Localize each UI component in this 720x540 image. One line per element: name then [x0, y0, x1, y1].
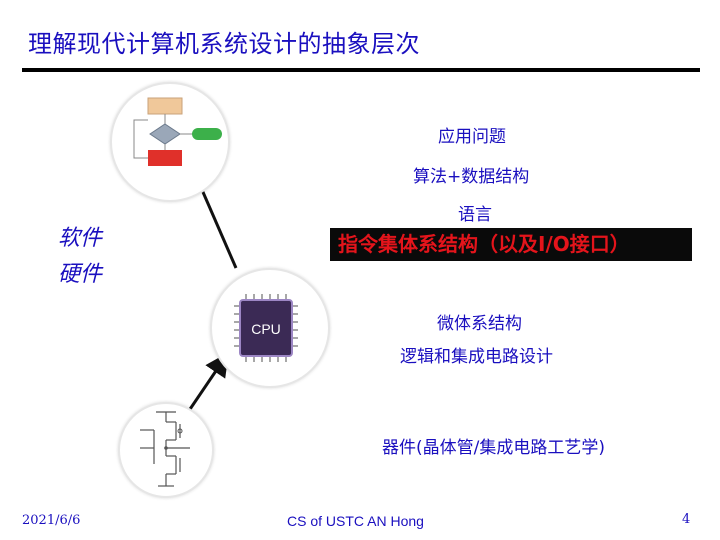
transistor-circle [118, 402, 214, 498]
level-microarchitecture: 微体系结构 [437, 314, 522, 334]
cpu-chip-icon: CPU [234, 294, 298, 362]
footer-date: 2021/6/6 [22, 513, 81, 528]
level-algorithm-data-structure: 算法+数据结构 [413, 167, 530, 187]
flowchart-circle [110, 82, 230, 202]
software-label: 软件 [58, 226, 103, 251]
slide-title: 理解现代计算机系统设计的抽象层次 [28, 30, 420, 58]
cpu-label: CPU [251, 321, 281, 337]
level-language: 语言 [458, 205, 492, 225]
page-number: 4 [682, 512, 691, 527]
transistor-circuit-icon [140, 411, 190, 487]
level-device: 器件(晶体管/集成电路工艺学) [382, 438, 605, 458]
level-logic-circuit-design: 逻辑和集成电路设计 [400, 347, 553, 367]
cpu-circle: CPU [210, 268, 330, 388]
level-application: 应用问题 [438, 127, 506, 147]
title-divider [22, 68, 700, 72]
hardware-label: 硬件 [58, 262, 103, 287]
level-isa: 指令集体系结构（以及I/O接口） [330, 228, 692, 261]
flowchart-icon [133, 97, 222, 166]
footer-course: CS of USTC AN Hong [287, 513, 424, 529]
